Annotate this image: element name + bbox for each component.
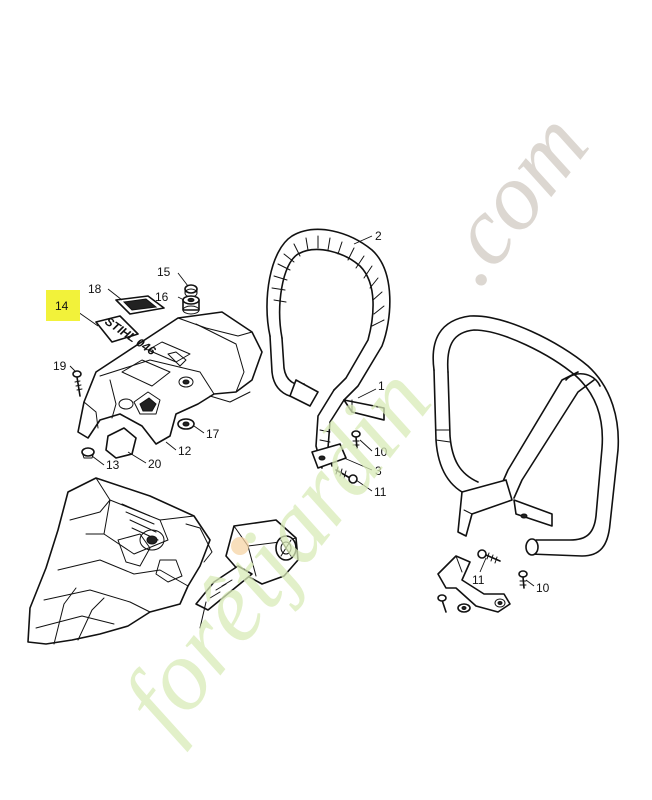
lower-small-parts bbox=[437, 594, 471, 613]
callout-16: 16 bbox=[155, 290, 169, 304]
callout-2: 2 bbox=[375, 229, 382, 243]
bolt-11b bbox=[477, 549, 501, 564]
leader-lines bbox=[69, 235, 535, 587]
callout-19: 19 bbox=[53, 359, 67, 373]
callout-10b: 10 bbox=[536, 581, 550, 595]
callout-15: 15 bbox=[157, 265, 171, 279]
watermark-tld: .com bbox=[411, 92, 609, 303]
bolt-11a bbox=[335, 466, 358, 484]
screw-10a bbox=[351, 430, 361, 449]
callout-20: 20 bbox=[148, 457, 162, 471]
callout-12: 12 bbox=[178, 444, 192, 458]
throttle-housing bbox=[195, 519, 299, 629]
callout-14-highlight bbox=[46, 290, 80, 321]
washer-17 bbox=[177, 418, 195, 430]
callout-10a: 10 bbox=[374, 445, 388, 459]
plug-13 bbox=[81, 447, 95, 459]
shroud-assembly: STIHL 046 bbox=[72, 284, 263, 459]
watermark-accent-dot bbox=[231, 537, 249, 555]
crankcase-housing bbox=[27, 477, 213, 645]
callout-labels: 2 1 10 3 11 15 16 18 14 19 17 12 13 20 1… bbox=[46, 229, 550, 595]
callout-13: 13 bbox=[106, 458, 120, 472]
callout-11a: 11 bbox=[374, 485, 387, 499]
handlebar-right bbox=[432, 315, 620, 613]
handlebar-2 bbox=[266, 228, 391, 469]
callout-11b: 11 bbox=[472, 573, 485, 587]
watermark: .com bbox=[411, 92, 609, 303]
callout-3: 3 bbox=[375, 464, 382, 478]
callout-14: 14 bbox=[55, 299, 69, 313]
callout-1: 1 bbox=[378, 379, 385, 393]
decal-badge bbox=[95, 315, 139, 343]
cap-20 bbox=[105, 427, 137, 459]
callout-18: 18 bbox=[88, 282, 102, 296]
callout-17: 17 bbox=[206, 427, 220, 441]
screw-19 bbox=[72, 370, 83, 397]
screw-10b bbox=[518, 570, 528, 589]
